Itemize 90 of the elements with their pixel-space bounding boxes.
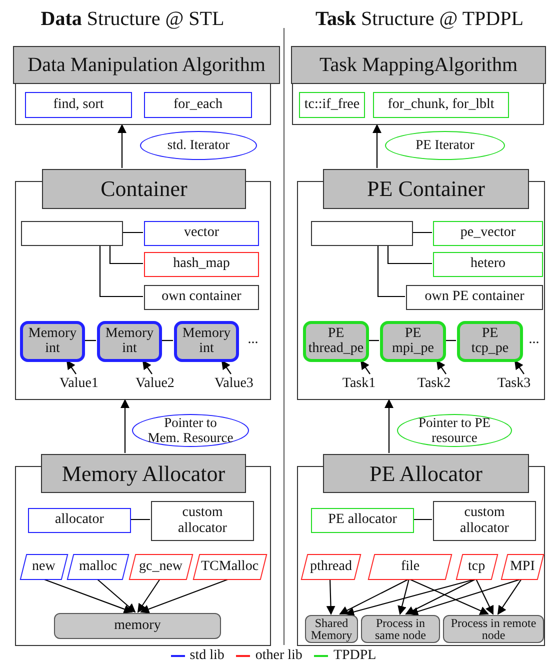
library-parallelogram: tcp: [456, 554, 498, 580]
arrow: [66, 360, 76, 374]
iterator-ellipse: PE Iterator: [385, 131, 505, 160]
column-title: Data Structure @ STL: [40, 8, 226, 31]
arrow: [497, 578, 522, 615]
resource-box: memory: [54, 613, 221, 639]
empty-box: [21, 221, 123, 246]
arrow: [514, 360, 524, 374]
resource-box: Process in same node: [361, 615, 440, 643]
connector-line: [109, 245, 143, 264]
container-type-box: pe_vector: [433, 221, 543, 246]
element-box: Memory int: [97, 321, 162, 362]
panel-header: PE Container: [323, 169, 529, 209]
panel-header: Container: [42, 169, 246, 209]
arrow: [476, 578, 494, 615]
arrow: [339, 578, 410, 614]
arrow: [118, 124, 126, 168]
panel-header: Data Manipulation Algorithm: [13, 46, 280, 84]
value-label: Value3: [211, 375, 257, 393]
arrow: [384, 399, 394, 453]
allocator-box: custom allocator: [433, 501, 536, 541]
arrow: [436, 360, 446, 374]
arrow: [120, 399, 130, 453]
arrow: [326, 578, 336, 615]
arrow: [372, 124, 382, 168]
connector-line: [412, 232, 432, 234]
allocator-box: PE allocator: [311, 508, 414, 533]
container-type-box: own PE container: [406, 285, 543, 310]
arrow: [140, 578, 230, 614]
library-parallelogram: MPI: [500, 554, 544, 580]
arrow: [398, 578, 410, 615]
container-type-box: hash_map: [144, 252, 259, 277]
element-box: PE tcp_pe: [457, 321, 523, 362]
connector-line: [130, 518, 150, 520]
legend-label: TPDPL: [333, 648, 376, 664]
library-parallelogram: file: [368, 554, 452, 580]
legend-label: other lib: [255, 648, 302, 664]
library-parallelogram: pthread: [300, 554, 362, 580]
arrow: [221, 360, 232, 374]
panel-header: Task MappingAlgorithm: [291, 46, 546, 84]
container-type-box: own container: [144, 285, 259, 310]
library-parallelogram: gc_new: [128, 554, 194, 580]
arrow: [360, 360, 370, 374]
iterator-ellipse: Pointer to PE resource: [397, 414, 512, 447]
ellipsis: ...: [246, 332, 260, 348]
function-box: for_chunk, for_lblt: [373, 92, 509, 118]
connector-line: [99, 245, 143, 298]
arrow: [42, 578, 133, 614]
function-box: find, sort: [25, 92, 132, 118]
connector-line: [368, 340, 379, 342]
allocator-box: allocator: [28, 508, 131, 533]
library-parallelogram: TCMalloc: [192, 554, 268, 580]
empty-box: [311, 221, 413, 246]
container-type-box: vector: [144, 221, 259, 246]
connector-line: [161, 340, 173, 342]
connector-line: [84, 340, 96, 342]
element-box: Memory int: [174, 321, 239, 362]
value-label: Task2: [413, 375, 455, 393]
resource-box: Process in remote node: [443, 615, 544, 643]
library-parallelogram: malloc: [66, 554, 130, 580]
arrow: [137, 578, 160, 613]
function-box: for_each: [144, 92, 252, 118]
allocator-box: custom allocator: [151, 501, 254, 541]
iterator-ellipse: Pointer to Mem. Resource: [132, 414, 249, 447]
element-box: PE mpi_pe: [380, 321, 446, 362]
value-label: Value1: [56, 375, 102, 393]
legend-label: std lib: [190, 648, 224, 664]
arrow: [142, 360, 152, 374]
connector-line: [377, 245, 405, 298]
ellipsis: ...: [528, 332, 540, 348]
value-label: Task3: [493, 375, 535, 393]
arrow: [96, 578, 136, 613]
panel-header: PE Allocator: [323, 454, 529, 493]
connector-line: [387, 245, 432, 264]
connector-line: [445, 340, 456, 342]
function-box: tc::if_free: [299, 92, 365, 118]
panel-header: Memory Allocator: [41, 454, 246, 493]
resource-box: Shared Memory: [305, 615, 358, 643]
column-title: Task Structure @ TPDPL: [314, 8, 524, 31]
arrow: [405, 578, 476, 614]
library-parallelogram: new: [20, 554, 68, 580]
connector-line: [122, 232, 143, 234]
element-box: PE thread_pe: [303, 321, 369, 362]
value-label: Task1: [338, 375, 380, 393]
value-label: Value2: [132, 375, 178, 393]
element-box: Memory int: [20, 321, 85, 362]
connector-line: [413, 518, 432, 520]
container-type-box: hetero: [433, 252, 543, 277]
arrow: [408, 578, 489, 615]
iterator-ellipse: std. Iterator: [140, 131, 257, 160]
